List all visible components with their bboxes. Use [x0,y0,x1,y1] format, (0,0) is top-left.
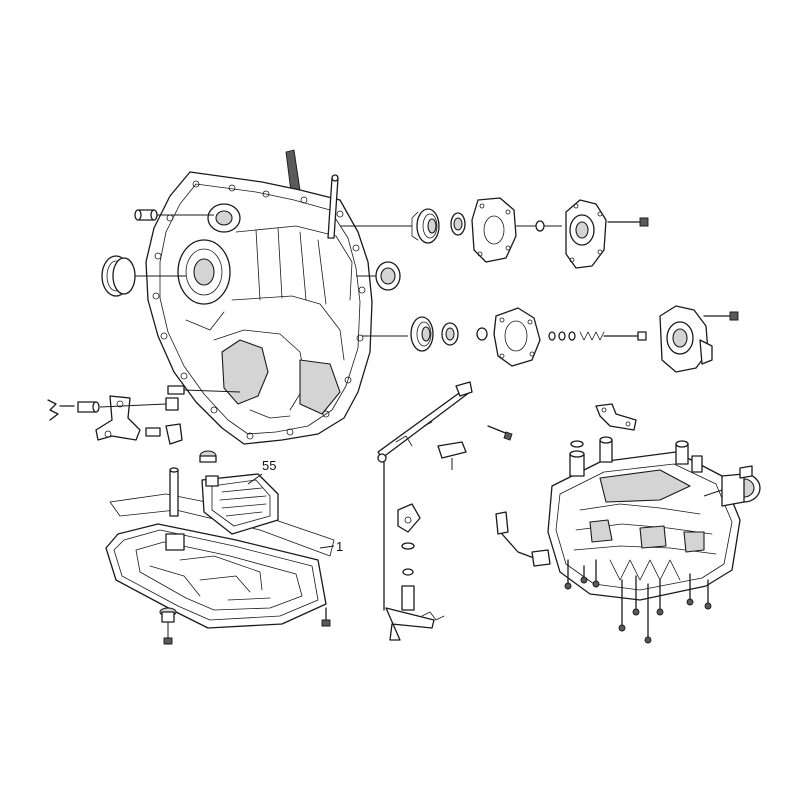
valve-bracket [595,403,637,431]
transmission-case [145,149,373,445]
callout-label-filter: 55 [262,458,276,473]
small-rings-lower [548,331,576,341]
sensor-connector [495,511,551,567]
spring-shaft [579,331,647,341]
bearing-upper [411,208,440,244]
linkage-spring-clip [47,399,75,421]
gasket-upper [471,197,517,263]
filter-seal-cap [199,450,217,463]
shift-rod [377,381,473,463]
bearing-lower [410,316,434,352]
valve-body-bolts [564,559,712,644]
valve-plugs [569,436,703,477]
linkage-pin [77,401,100,413]
gasket-lower [493,307,541,367]
o-ring-lower-1 [476,327,488,341]
callout-1: 1 [336,539,343,554]
pump-housing-lower [659,305,713,373]
oil-filter [201,473,279,535]
large-seal-ring [101,255,186,297]
small-bolt-center [487,425,513,441]
bolt-upper-right [607,217,649,227]
bushing [134,209,214,221]
seal-upper [450,212,466,236]
pump-cover-upper [565,199,607,269]
linkage-lever [95,395,141,441]
case-plug [167,385,241,395]
linkage-small-pin [145,427,161,437]
detent-spring [437,441,467,470]
oil-pan [105,523,327,629]
callout-55: 55 [247,458,276,485]
o-ring-upper [535,220,545,232]
solenoid [703,465,761,507]
pan-gasket [109,493,335,557]
seal-lower [441,322,459,346]
selector-shaft [383,461,445,641]
linkage-plug [99,397,183,445]
callout-label-gasket: 1 [336,539,343,554]
seal-case-side [356,261,401,291]
filter-tube [165,467,185,551]
bolt-lower-right [703,311,739,321]
pan-bolt [321,607,331,627]
drain-plug [159,607,177,645]
